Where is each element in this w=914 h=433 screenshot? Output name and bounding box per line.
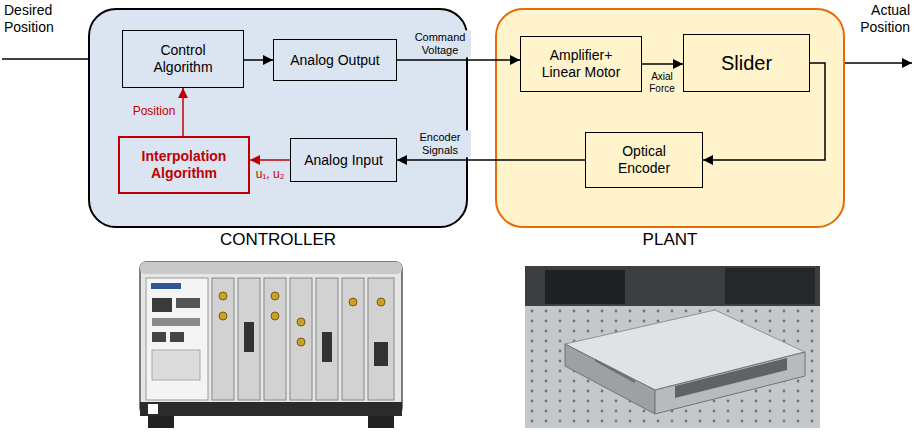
signal-arrow: [642, 63, 683, 65]
process-box: Analog Input: [290, 138, 397, 182]
process-box: Optical Encoder: [585, 132, 703, 188]
box-label: Amplifier+ Linear Motor: [530, 47, 632, 81]
box-label: Control Algorithm: [132, 42, 234, 76]
signal-label: Axial Force: [642, 70, 682, 95]
process-box: Amplifier+ Linear Motor: [520, 36, 642, 92]
signal-arrow: [250, 159, 290, 161]
process-box: Control Algorithm: [122, 30, 244, 88]
highlighted-process-box: Interpolation Algorithm: [118, 136, 250, 194]
plant-region: PLANTAmplifier+ Linear MotorSliderOptica…: [495, 8, 845, 228]
signal-arrow: [244, 59, 273, 61]
signal-arrow: [182, 88, 184, 136]
io-label: Actual Position: [848, 2, 910, 36]
process-box: Analog Output: [273, 39, 397, 81]
signal-label: u₁, u₂: [251, 167, 289, 183]
io-label: Desired Position: [4, 2, 68, 36]
box-label: Optical Encoder: [595, 143, 693, 177]
signal-label: Command Voltage: [409, 30, 471, 57]
signal-arrow: [397, 59, 520, 61]
signal-label: Position: [127, 104, 181, 120]
signal-label: Encoder Signals: [409, 130, 471, 157]
process-box: Slider: [683, 34, 810, 92]
linear-slider-picture: [525, 266, 820, 428]
box-label: Slider: [721, 51, 772, 75]
signal-arrow: [397, 159, 585, 161]
box-label: Analog Input: [304, 152, 383, 169]
region-title: CONTROLLER: [90, 230, 466, 250]
pxi-chassis-picture: [140, 262, 402, 428]
box-label: Interpolation Algorithm: [129, 148, 239, 182]
box-label: Analog Output: [290, 52, 380, 69]
region-title: PLANT: [497, 230, 843, 250]
